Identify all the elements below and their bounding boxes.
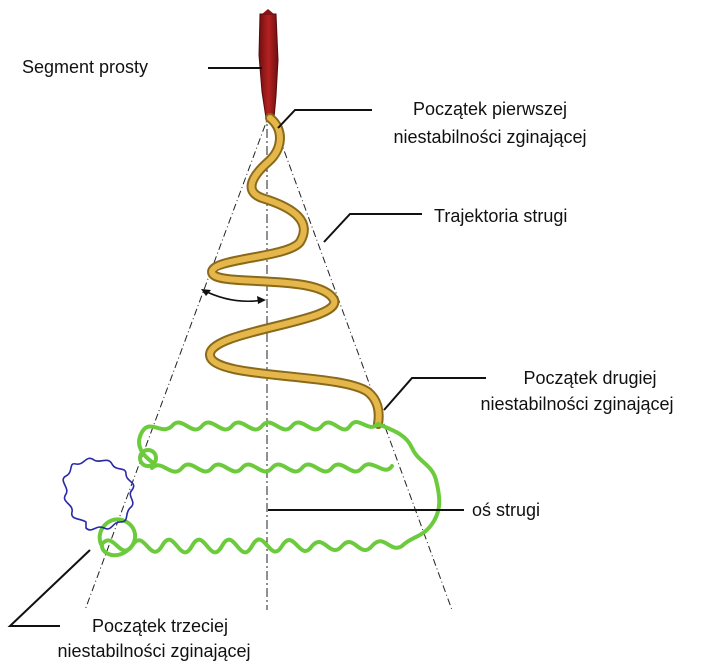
label-jet-axis: oś strugi — [472, 499, 540, 521]
arc-arrow-right — [257, 296, 266, 304]
label-second-instability-line2: niestabilności zginającej — [448, 393, 706, 415]
label-trajectory: Trajektoria strugi — [434, 205, 567, 227]
first-instability-helix — [210, 118, 379, 424]
cone-angle-arc — [203, 290, 264, 301]
label-first-instability-line1: Początek pierwszej — [370, 98, 610, 120]
cone-right-edge — [270, 112, 452, 610]
cone-outline — [85, 112, 452, 610]
leader-trajectory — [324, 214, 422, 242]
straight-segment-tip — [262, 9, 274, 14]
leader-lines — [10, 68, 486, 626]
label-second-instability-line1: Początek drugiej — [480, 367, 700, 389]
label-third-instability-line2: niestabilności zginającej — [22, 640, 286, 662]
straight-segment — [259, 14, 278, 118]
second-instability-helix — [100, 422, 440, 555]
label-first-instability-line2: niestabilności zginającej — [358, 126, 622, 148]
label-straight-segment: Segment prosty — [22, 56, 148, 78]
cone-left-edge — [85, 112, 270, 610]
label-third-instability-line1: Początek trzeciej — [40, 615, 280, 637]
